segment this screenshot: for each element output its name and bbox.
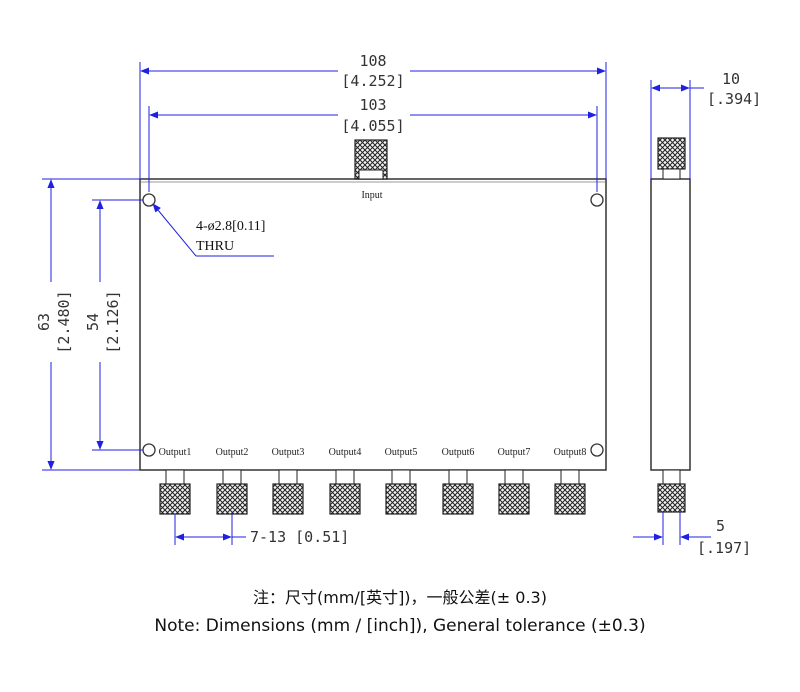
output-label-6: Output6 xyxy=(442,447,475,458)
overall-height-mm: 63 xyxy=(35,313,53,331)
hole-spacing-height-inch: [2.126] xyxy=(104,290,122,353)
dim-depth: 10 [.394] xyxy=(650,70,761,179)
output-connector xyxy=(216,469,248,515)
depth-mm: 10 xyxy=(722,70,740,88)
output-connector xyxy=(385,469,417,515)
output-label-2: Output2 xyxy=(216,447,249,458)
output-connector xyxy=(329,469,361,515)
hole-spacing-width-mm: 103 xyxy=(359,96,386,114)
output-label-1: Output1 xyxy=(159,447,192,458)
output-label-3: Output3 xyxy=(272,447,305,458)
output-label-8: Output8 xyxy=(554,447,587,458)
mounting-hole-bottom-right xyxy=(590,443,604,457)
overall-height-inch: [2.480] xyxy=(55,290,73,353)
side-body xyxy=(650,178,691,471)
hole-spacing-height-mm: 54 xyxy=(84,313,102,331)
front-view: Input Output1 Output2 Output3 Output4 Ou… xyxy=(139,139,607,515)
dim-overall-height: 63 [2.480] xyxy=(30,178,140,471)
hole-spacing-width-inch: [4.055] xyxy=(341,117,404,135)
hole-thru: THRU xyxy=(196,239,234,254)
side-output-connector xyxy=(657,469,686,513)
output-connector xyxy=(272,469,304,515)
dim-connector-offset: 5 [.197] xyxy=(633,512,751,557)
output-connector xyxy=(498,469,530,515)
depth-inch: [.394] xyxy=(707,90,761,108)
side-view xyxy=(650,137,691,513)
output-label-7: Output7 xyxy=(498,447,531,458)
mounting-hole-bottom-left xyxy=(142,443,156,457)
input-connector xyxy=(354,139,388,180)
port-pitch-text: 7-13 [0.51] xyxy=(250,528,349,546)
output-label-4: Output4 xyxy=(329,447,362,458)
output-connector xyxy=(159,469,191,515)
output-connector xyxy=(442,469,474,515)
dim-hole-spacing-height: 54 [2.126] xyxy=(80,199,143,451)
output-connector xyxy=(554,469,586,515)
connector-offset-mm: 5 xyxy=(716,517,725,535)
overall-width-mm: 108 xyxy=(359,52,386,70)
hole-callout: 4-ø2.8[0.11] THRU xyxy=(152,203,274,257)
input-label: Input xyxy=(361,190,382,201)
note-english: Note: Dimensions (mm / [inch]), General … xyxy=(154,616,646,636)
output-label-5: Output5 xyxy=(385,447,418,458)
dim-hole-spacing-width: 103 [4.055] xyxy=(148,96,598,192)
note-chinese: 注：尺寸(mm/[英寸])，一般公差(± 0.3) xyxy=(253,588,547,607)
dim-port-pitch: 7-13 [0.51] xyxy=(174,514,349,546)
dim-overall-width: 108 [4.252] xyxy=(139,52,607,179)
side-input-connector xyxy=(657,137,686,180)
connector-offset-inch: [.197] xyxy=(697,539,751,557)
splitter-body xyxy=(139,178,607,471)
mounting-hole-top-right xyxy=(590,193,604,207)
hole-spec: 4-ø2.8[0.11] xyxy=(196,219,265,234)
overall-width-inch: [4.252] xyxy=(341,72,404,90)
